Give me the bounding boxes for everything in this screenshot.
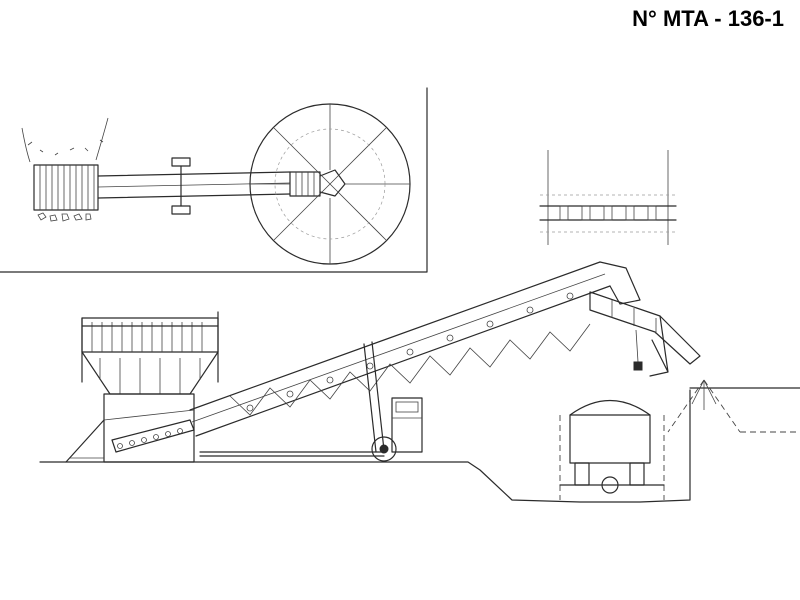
- plan-view: [0, 87, 428, 273]
- haul-truck: [559, 399, 665, 500]
- stockpile-cone: [667, 379, 741, 433]
- hopper-body: [81, 351, 219, 395]
- elevation-view: [39, 261, 800, 503]
- discharge-head-plan: [289, 171, 321, 197]
- wheel-plan-bottom: [171, 205, 191, 215]
- discharge-chain: [633, 329, 643, 371]
- plan-rocks: [37, 212, 92, 222]
- rock-pile-stones: [27, 139, 104, 156]
- boom-plan-bottom: [97, 193, 291, 199]
- conveyor-truss: [189, 261, 611, 437]
- radial-segments: [250, 104, 410, 264]
- wheel-plan-top: [171, 157, 191, 167]
- side-detail-sketch: [539, 150, 677, 245]
- feeder-belt: [111, 419, 195, 453]
- hopper-grizzly: [81, 311, 219, 383]
- hopper-plan: [33, 164, 99, 211]
- feeder-frame: [103, 393, 195, 463]
- engine-box: [391, 397, 423, 453]
- rock-pile-left: [21, 127, 31, 163]
- support-leg: [371, 341, 385, 451]
- discharge-chute: [589, 291, 701, 365]
- conveyor-rollers: [246, 292, 574, 412]
- truck-box: [569, 414, 651, 464]
- head-pulley-frame: [599, 261, 641, 305]
- chute-support: [649, 315, 669, 377]
- rock-pile-right: [95, 117, 109, 161]
- plan-view-frame: [0, 87, 428, 273]
- axle-wheel: [371, 436, 397, 462]
- discharge-chute-plan: [319, 169, 346, 197]
- feeder-brace: [65, 419, 105, 463]
- drawing-reference-number: N° MTA - 136-1: [632, 6, 784, 31]
- ground-profile: [39, 389, 691, 503]
- hopper-plan-ribs: [39, 165, 95, 210]
- boom-plan-top: [97, 171, 291, 177]
